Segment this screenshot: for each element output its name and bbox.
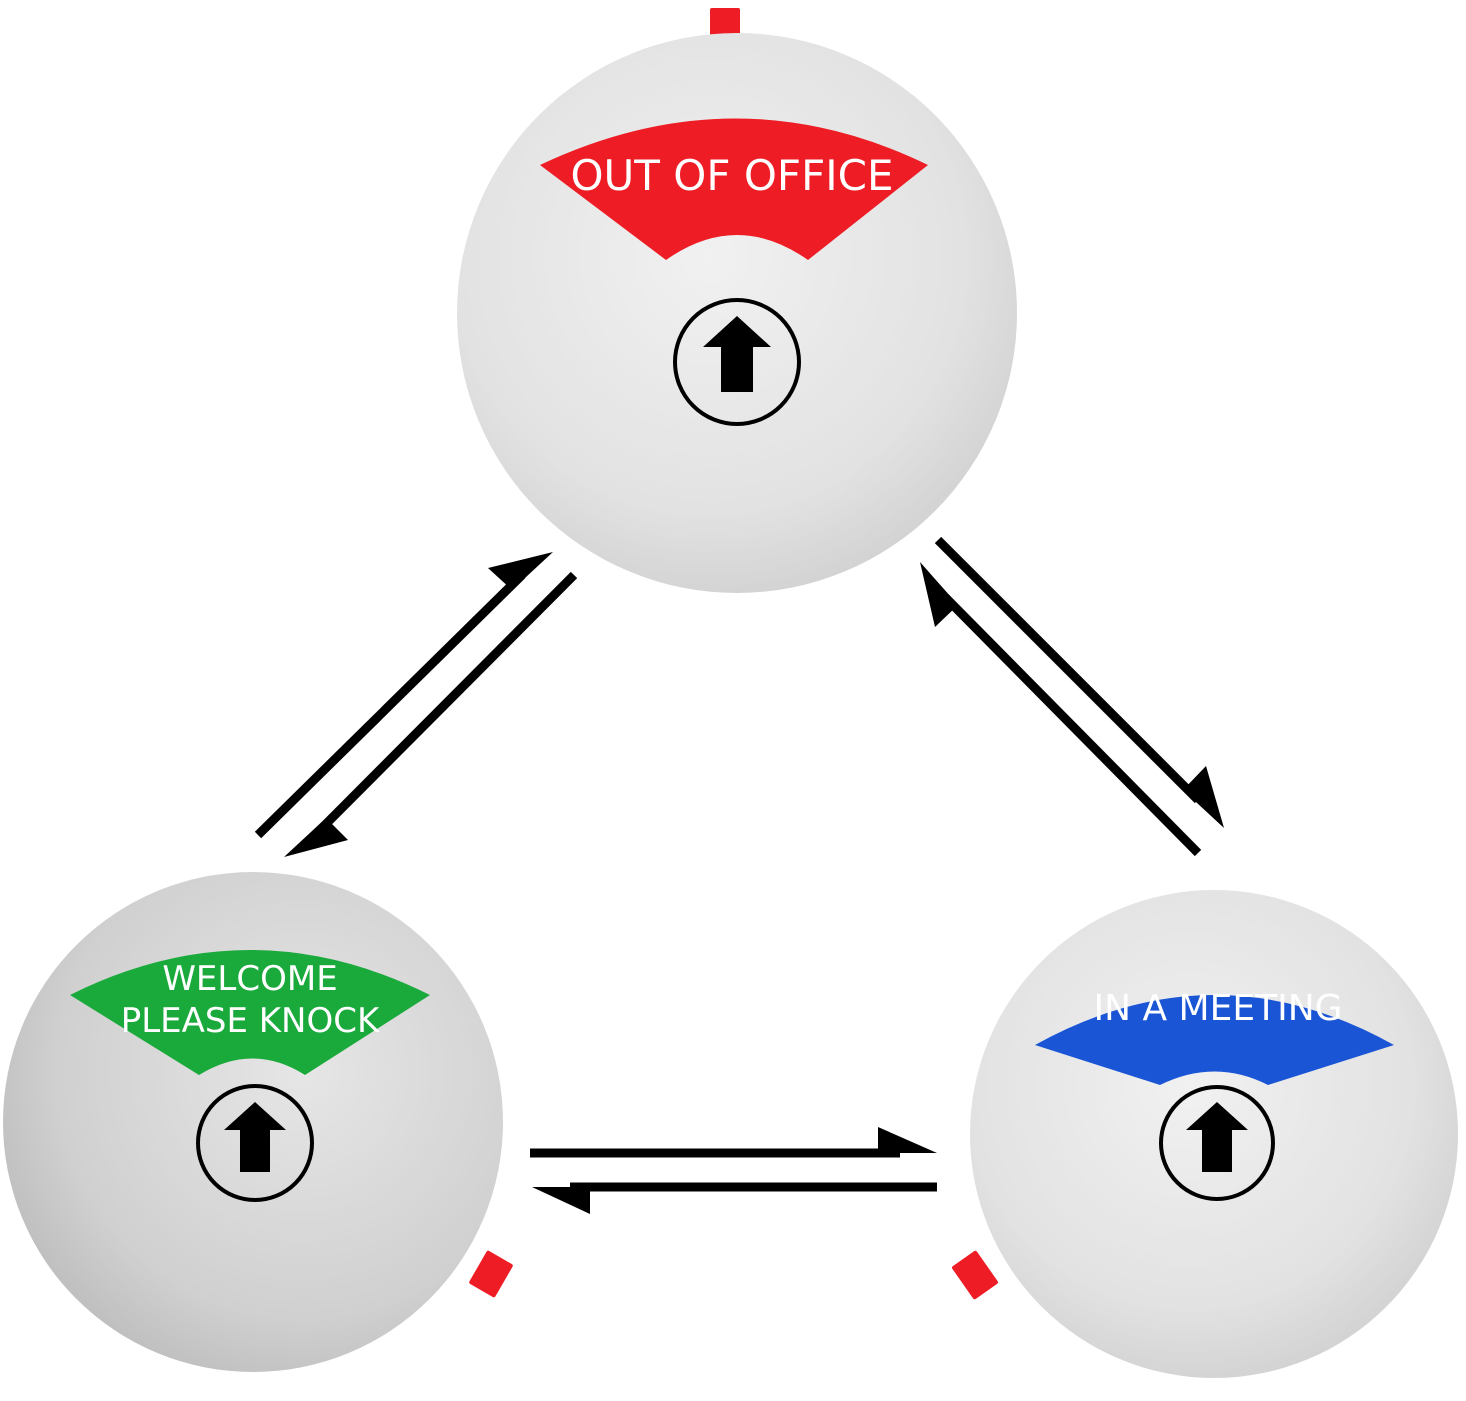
status-label: IN A MEETING [1093, 988, 1342, 1029]
double-arrow-icon [530, 1127, 937, 1214]
status-label: OUT OF OFFICE [571, 151, 894, 200]
up-arrow-in-circle-icon[interactable] [196, 1084, 314, 1202]
sign-tab[interactable] [951, 1250, 999, 1300]
double-arrow-icon [920, 536, 1224, 857]
sign-out-of-office: OUT OF OFFICE [457, 8, 1017, 593]
status-label-line: IN A MEETING [1093, 988, 1342, 1029]
sign-disc [457, 33, 1017, 593]
status-label-line: PLEASE KNOCK [121, 1001, 381, 1041]
sign-tab[interactable] [469, 1250, 514, 1298]
double-arrow-icon [254, 552, 578, 857]
status-label-line: OUT OF OFFICE [571, 151, 894, 200]
sign-in-a-meeting: IN A MEETING [951, 890, 1458, 1378]
up-arrow-in-circle-icon[interactable] [1159, 1085, 1275, 1201]
status-window [70, 950, 430, 1075]
status-window [540, 118, 928, 260]
up-arrow-in-circle-icon[interactable] [673, 298, 801, 426]
status-window [1035, 995, 1394, 1085]
status-label-line: WELCOME [162, 959, 337, 999]
